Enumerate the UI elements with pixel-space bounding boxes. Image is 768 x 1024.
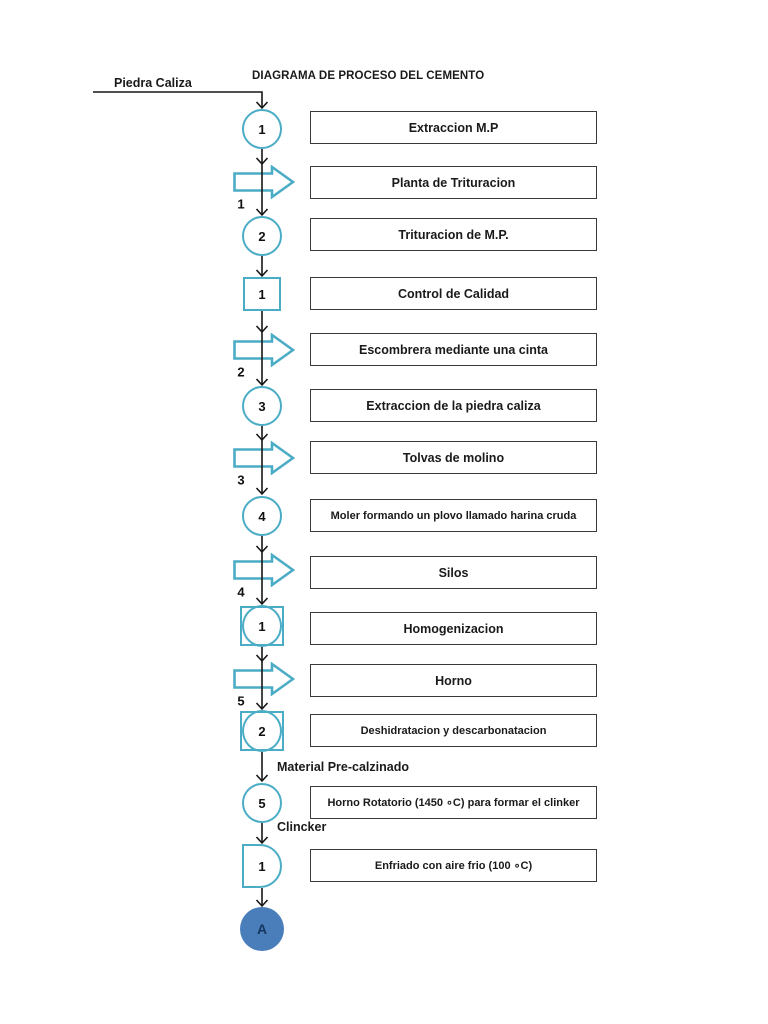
process-label: Extraccion de la piedra caliza	[366, 398, 541, 413]
block-arrow-icon	[233, 552, 296, 588]
process-label: Horno Rotatorio (1450 ∘C) para formar el…	[327, 797, 580, 809]
process-label: Escombrera mediante una cinta	[359, 342, 548, 357]
process-box: Homogenizacion	[310, 612, 597, 645]
process-label: Trituracion de M.P.	[398, 227, 509, 242]
symbol-number: 1	[258, 618, 266, 634]
symbol-number: 4	[258, 508, 266, 524]
process-label: Deshidratacion y descarbonatacion	[360, 724, 547, 737]
process-box: Escombrera mediante una cinta	[310, 333, 597, 366]
transport-arrow-symbol: 3	[233, 440, 296, 488]
process-box: Extraccion de la piedra caliza	[310, 389, 597, 422]
process-label: Extraccion M.P	[408, 120, 499, 135]
block-arrow-icon	[233, 332, 296, 368]
operation-symbol: 3	[242, 386, 282, 426]
delay-symbol: 1	[242, 844, 282, 888]
process-box: Silos	[310, 556, 597, 589]
symbol-number: 2	[258, 228, 266, 244]
symbol-number: 4	[233, 584, 249, 600]
symbol-number: 5	[258, 795, 266, 811]
flow-annotation: Clincker	[277, 820, 327, 834]
symbol-number: 1	[233, 196, 249, 212]
process-box: Tolvas de molino	[310, 441, 597, 474]
feed-label: Piedra Caliza	[114, 76, 192, 90]
process-box: Horno Rotatorio (1450 ∘C) para formar el…	[310, 786, 597, 819]
combined-operation-inspection-symbol: 2	[240, 710, 284, 752]
block-arrow-icon	[233, 440, 296, 476]
process-box: Trituracion de M.P.	[310, 218, 597, 251]
process-label: Tolvas de molino	[402, 450, 505, 465]
process-label: Horno	[435, 673, 472, 688]
process-label: Silos	[438, 565, 469, 580]
page-title: DIAGRAMA DE PROCESO DEL CEMENTO	[252, 70, 485, 82]
process-box: Extraccion M.P	[310, 111, 597, 144]
operation-symbol: 2	[242, 216, 282, 256]
symbol-number: 2	[258, 723, 266, 739]
process-box: Deshidratacion y descarbonatacion	[310, 714, 597, 747]
process-box: Horno	[310, 664, 597, 697]
process-label: Planta de Trituracion	[391, 175, 516, 190]
terminal-label: A	[256, 921, 268, 937]
transport-arrow-symbol: 2	[233, 332, 296, 380]
block-arrow-icon	[233, 661, 296, 697]
operation-symbol: 5	[242, 783, 282, 823]
symbol-number: 3	[233, 472, 249, 488]
process-label: Enfriado con aire frio (100 ∘C)	[374, 860, 533, 872]
inscribed-circle	[242, 605, 282, 647]
combined-operation-inspection-symbol: 1	[240, 605, 284, 647]
process-box: Moler formando un plovo llamado harina c…	[310, 499, 597, 532]
inspection-symbol: 1	[243, 277, 281, 311]
transport-arrow-symbol: 1	[233, 164, 296, 212]
transport-arrow-symbol: 5	[233, 661, 296, 709]
process-box: Control de Calidad	[310, 277, 597, 310]
symbol-number: 1	[258, 121, 266, 137]
terminal-connector: A	[240, 907, 284, 951]
inscribed-circle	[242, 710, 282, 752]
symbol-number: 5	[233, 693, 249, 709]
symbol-number: 1	[258, 286, 266, 302]
process-label: Moler formando un plovo llamado harina c…	[330, 509, 577, 522]
process-label: Homogenizacion	[403, 621, 504, 636]
symbol-number: 3	[258, 398, 266, 414]
flow-annotation: Material Pre-calzinado	[277, 760, 409, 774]
operation-symbol: 1	[242, 109, 282, 149]
symbol-number: 2	[233, 364, 249, 380]
symbol-number: 1	[258, 858, 266, 874]
process-label: Control de Calidad	[397, 286, 510, 301]
process-box: Enfriado con aire frio (100 ∘C)	[310, 849, 597, 882]
transport-arrow-symbol: 4	[233, 552, 296, 600]
operation-symbol: 4	[242, 496, 282, 536]
block-arrow-icon	[233, 164, 296, 200]
process-box: Planta de Trituracion	[310, 166, 597, 199]
